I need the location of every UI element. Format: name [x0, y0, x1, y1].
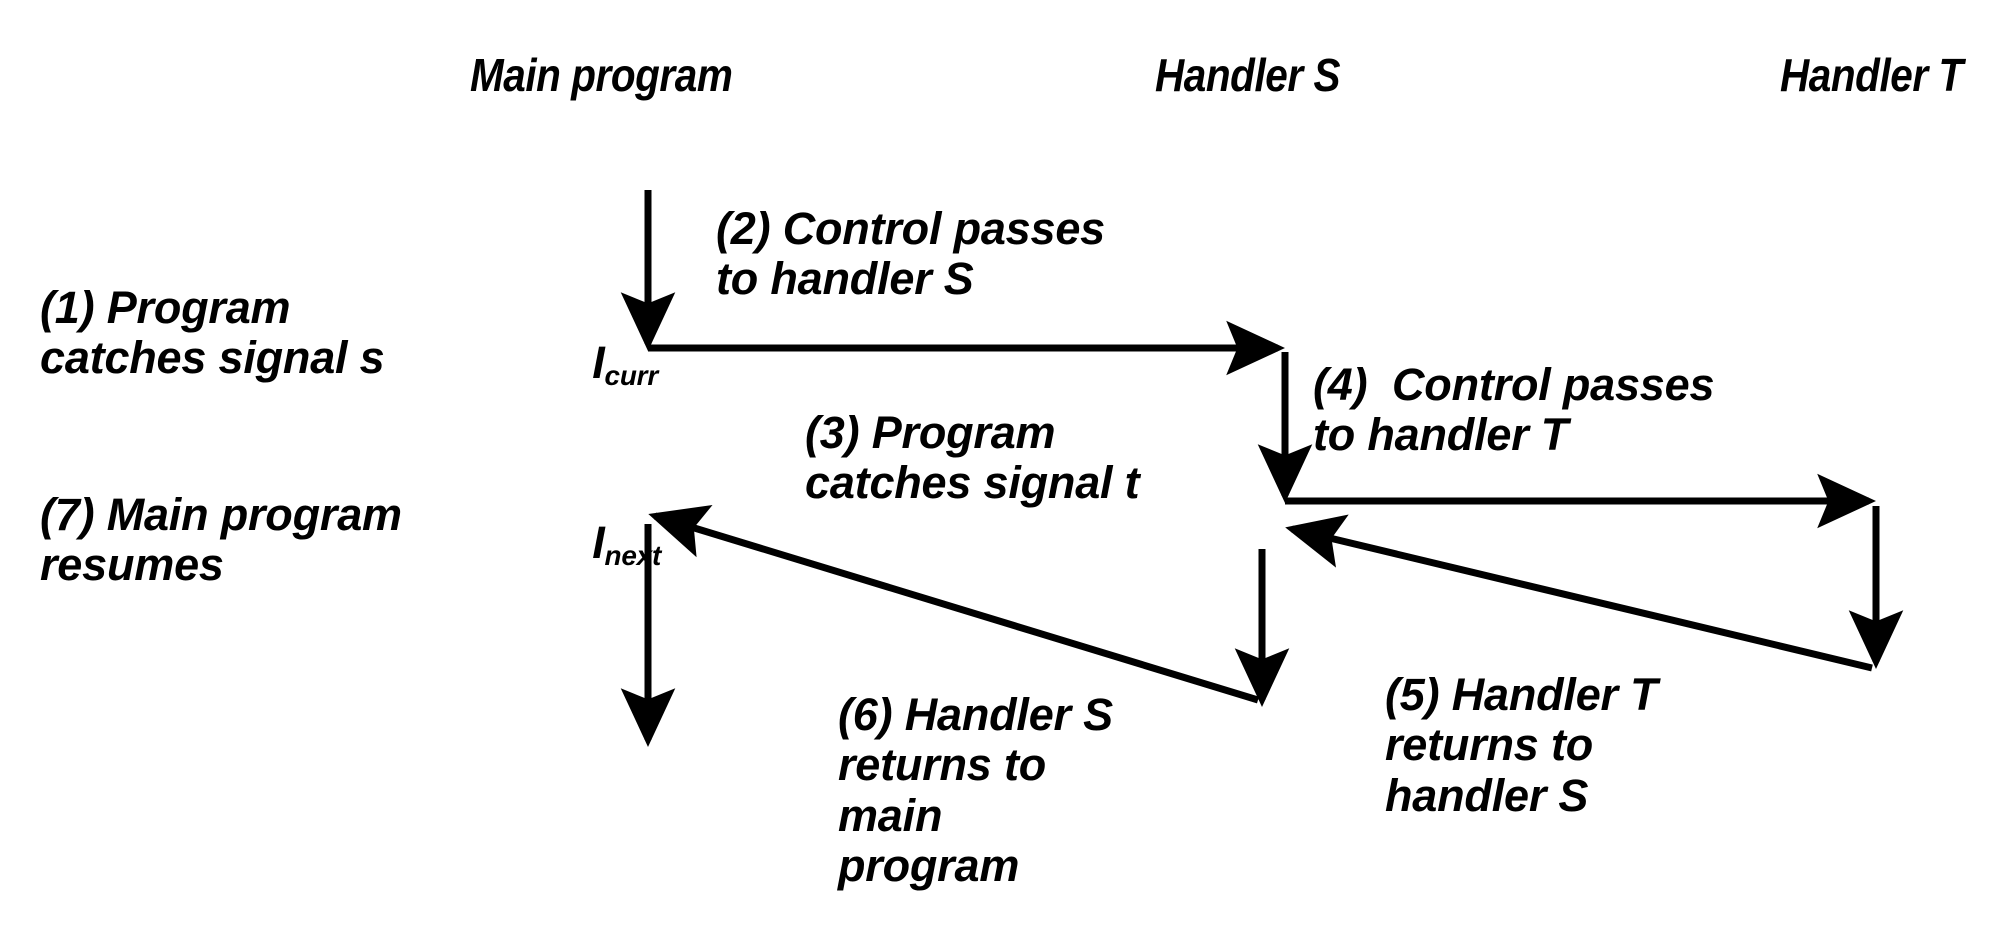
step-1-label: (1) Program catches signal s: [40, 282, 385, 384]
step-5-label: (5) Handler T returns to handler S: [1385, 669, 1658, 821]
step-2-label: (2) Control passes to handler S: [716, 203, 1105, 305]
i-next-subscript: next: [604, 539, 662, 571]
instruction-label-i-next: Inext: [543, 468, 661, 619]
step-7-label: (7) Main program resumes: [40, 489, 402, 591]
arrow-handler-s-to-main: [648, 505, 1260, 704]
arrow-handler-t-to-handler-s: [1285, 514, 1873, 672]
step-6-label: (6) Handler S returns to main program: [838, 689, 1113, 892]
instruction-label-i-curr: Icurr: [543, 288, 658, 439]
step-4-label: (4) Control passes to handler T: [1313, 359, 1715, 461]
column-heading-handler-t: Handler T: [1780, 49, 1963, 101]
column-heading-main-program: Main program: [470, 49, 733, 101]
column-heading-handler-s: Handler S: [1155, 49, 1341, 101]
i-curr-subscript: curr: [604, 359, 659, 391]
step-3-label: (3) Program catches signal t: [805, 407, 1140, 509]
i-curr-base: I: [592, 337, 605, 389]
i-next-base: I: [592, 517, 605, 569]
